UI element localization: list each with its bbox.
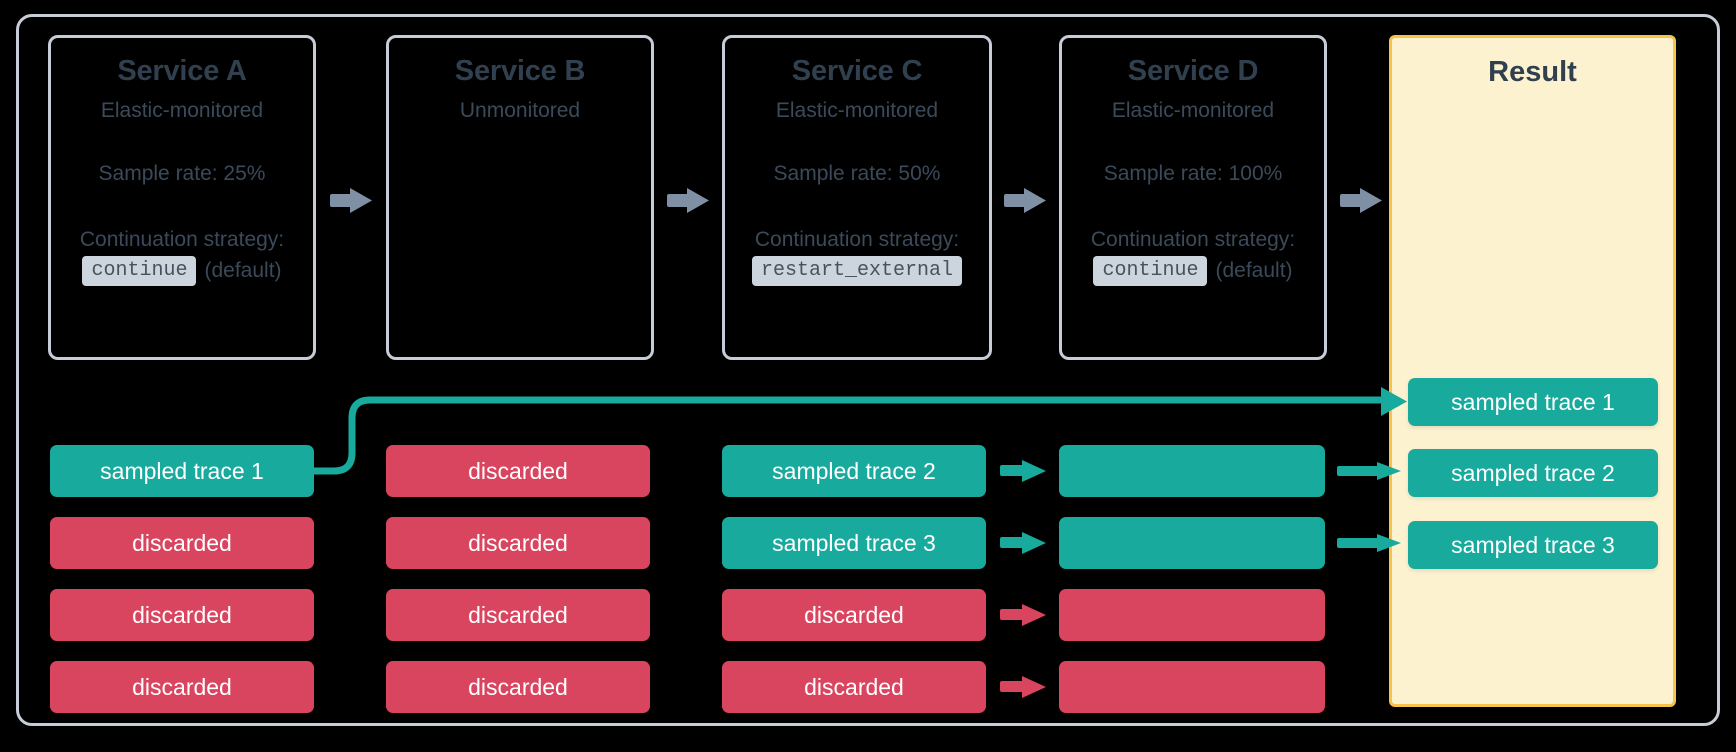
service-d-strategy-value: continue xyxy=(1093,255,1208,286)
trace-pill-d-4 xyxy=(1059,661,1325,713)
trace-pill-a-2: discarded xyxy=(50,517,314,569)
trace-pill-label: sampled trace 3 xyxy=(772,529,936,556)
service-d-monitoring: Elastic-monitored xyxy=(1111,98,1275,122)
trace-pill-label: discarded xyxy=(468,457,568,484)
service-b-title: Service B xyxy=(454,55,586,87)
trace-pill-label: discarded xyxy=(132,601,232,628)
trace-pill-b-4: discarded xyxy=(386,661,650,713)
service-d-strategy-label: Continuation strategy: xyxy=(1090,228,1296,252)
result-pill-3: sampled trace 3 xyxy=(1408,521,1658,569)
service-a-strategy-value: continue xyxy=(82,255,197,286)
result-pill-label: sampled trace 1 xyxy=(1451,388,1615,415)
service-a-title: Service A xyxy=(117,55,247,87)
service-c-sample-rate: Sample rate: 50% xyxy=(773,162,941,186)
trace-pill-b-1: discarded xyxy=(386,445,650,497)
trace-pill-c-1: sampled trace 2 xyxy=(722,445,986,497)
service-a-strategy-label: Continuation strategy: xyxy=(79,228,285,252)
trace-pill-d-3 xyxy=(1059,589,1325,641)
result-panel-title: Result xyxy=(1488,56,1577,88)
result-pill-2: sampled trace 2 xyxy=(1408,449,1658,497)
trace-pill-label: discarded xyxy=(804,601,904,628)
result-pill-1: sampled trace 1 xyxy=(1408,378,1658,426)
step-arrow-b-to-c xyxy=(667,188,709,213)
service-c-strategy-value: restart_external xyxy=(751,255,963,286)
service-card-d: Service D Elastic-monitored Sample rate:… xyxy=(1059,35,1327,360)
trace-pill-label: discarded xyxy=(804,673,904,700)
service-b-monitoring: Unmonitored xyxy=(459,98,581,122)
service-card-c: Service C Elastic-monitored Sample rate:… xyxy=(722,35,992,360)
trace-pill-label: sampled trace 2 xyxy=(772,457,936,484)
service-a-strategy-note: (default) xyxy=(204,259,282,283)
trace-pill-c-3: discarded xyxy=(722,589,986,641)
trace-pill-label: discarded xyxy=(132,673,232,700)
result-pill-label: sampled trace 3 xyxy=(1451,531,1615,558)
service-d-sample-rate: Sample rate: 100% xyxy=(1103,162,1283,186)
service-c-title: Service C xyxy=(791,55,923,87)
service-c-monitoring: Elastic-monitored xyxy=(775,98,939,122)
flow-arrow-c4-to-d4 xyxy=(1000,676,1046,698)
service-card-a: Service A Elastic-monitored Sample rate:… xyxy=(48,35,316,360)
trace-pill-b-2: discarded xyxy=(386,517,650,569)
service-card-b: Service B Unmonitored xyxy=(386,35,654,360)
result-pill-label: sampled trace 2 xyxy=(1451,459,1615,486)
flow-arrow-c3-to-d3 xyxy=(1000,604,1046,626)
step-arrow-c-to-d xyxy=(1004,188,1046,213)
service-a-monitoring: Elastic-monitored xyxy=(100,98,264,122)
trace-pill-label: discarded xyxy=(468,529,568,556)
trace-pill-d-1 xyxy=(1059,445,1325,497)
flow-arrow-c1-to-d1 xyxy=(1000,460,1046,482)
trace-pill-label: sampled trace 1 xyxy=(100,457,264,484)
trace-pill-d-2 xyxy=(1059,517,1325,569)
step-arrow-d-to-result xyxy=(1340,188,1382,213)
flow-arrow-c2-to-d2 xyxy=(1000,532,1046,554)
service-d-strategy-note: (default) xyxy=(1215,259,1293,283)
service-a-sample-rate: Sample rate: 25% xyxy=(98,162,266,186)
trace-pill-a-4: discarded xyxy=(50,661,314,713)
trace-pill-a-1: sampled trace 1 xyxy=(50,445,314,497)
trace-pill-label: discarded xyxy=(468,601,568,628)
trace-pill-a-3: discarded xyxy=(50,589,314,641)
trace-pill-b-3: discarded xyxy=(386,589,650,641)
trace-pill-label: discarded xyxy=(132,529,232,556)
service-d-title: Service D xyxy=(1127,55,1259,87)
result-panel: Result xyxy=(1389,35,1676,707)
trace-pill-c-2: sampled trace 3 xyxy=(722,517,986,569)
step-arrow-a-to-b xyxy=(330,188,372,213)
trace-pill-label: discarded xyxy=(468,673,568,700)
service-c-strategy-label: Continuation strategy: xyxy=(754,228,960,252)
trace-pill-c-4: discarded xyxy=(722,661,986,713)
